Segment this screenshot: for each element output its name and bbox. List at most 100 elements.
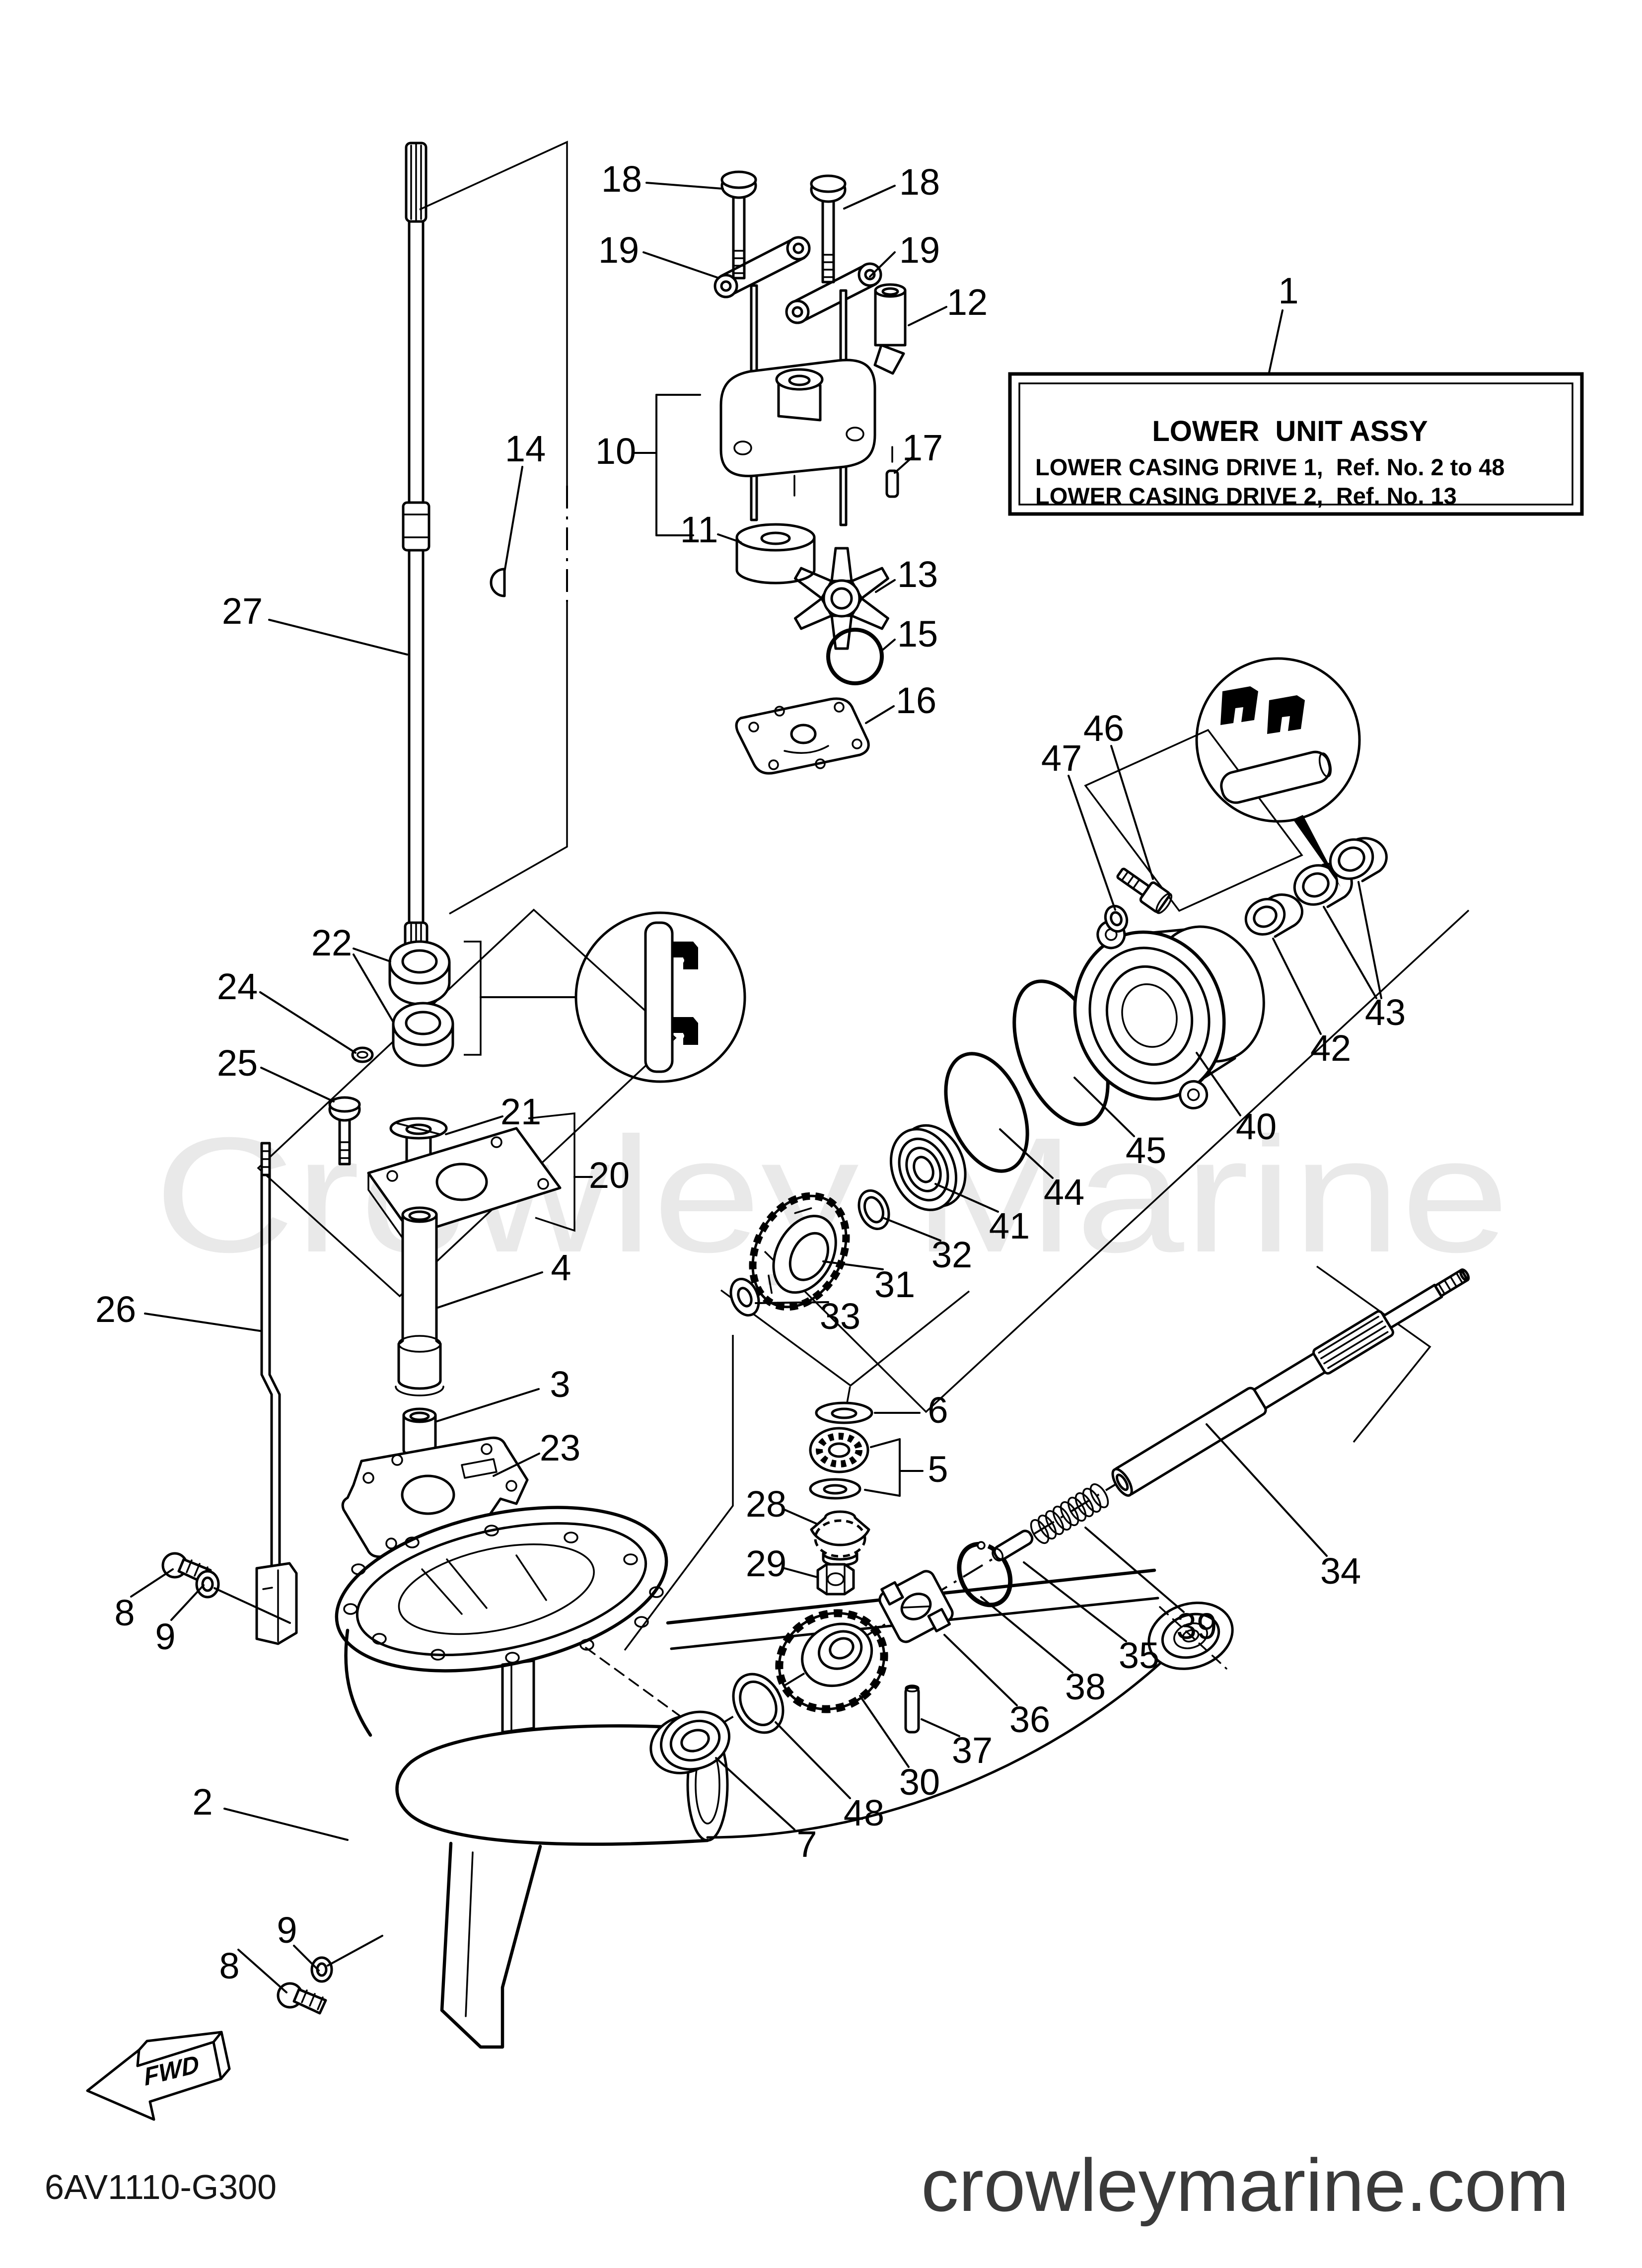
bolt-25-part [328, 1096, 361, 1166]
callout-number-10: 10 [595, 431, 636, 472]
callout-47: 47 [1041, 737, 1116, 911]
callout-42: 42 [1272, 938, 1351, 1069]
callout-leader-33 [755, 1301, 829, 1304]
callout-leader-25 [260, 1067, 335, 1102]
callout-19-right: 19 [869, 229, 940, 278]
tube-4-part [395, 1206, 444, 1396]
callout-number-20: 20 [589, 1155, 630, 1196]
callout-11: 11 [680, 509, 742, 550]
callout-17: 17 [894, 427, 943, 474]
callout-leader-39 [1084, 1527, 1185, 1613]
callout-leader-27 [268, 619, 408, 656]
callout-38: 38 [980, 1596, 1106, 1707]
callout-leader-12 [908, 306, 947, 326]
callout-number-9-upper: 9 [155, 1616, 175, 1657]
parts-artwork [161, 142, 1470, 2049]
callout-number-6: 6 [928, 1390, 948, 1431]
oring-15-part [826, 628, 884, 685]
callout-leader-7 [715, 1757, 795, 1830]
callout-20: 20 [573, 1155, 630, 1196]
gear-case-part [335, 1506, 1234, 2049]
washer6-chevron [720, 1289, 970, 1387]
circlip-38-part [957, 1541, 1013, 1608]
washer-6-part [815, 1401, 873, 1424]
bolt-8-lower-part [277, 1982, 327, 2015]
callout-leader-9-lower [293, 1945, 320, 1972]
strap-19-left-part [714, 236, 811, 298]
callout-number-25: 25 [217, 1042, 258, 1084]
pinion-28-part [810, 1510, 870, 1567]
woodruff-key-part [490, 568, 506, 597]
callout-number-19-right: 19 [899, 229, 940, 271]
callout-number-34: 34 [1320, 1550, 1361, 1592]
driveshaft-enclosure [419, 141, 568, 486]
callout-leader-14 [503, 466, 523, 573]
bolt-46-part [1116, 868, 1173, 914]
callout-number-42: 42 [1310, 1027, 1351, 1069]
callout-leader-45 [1073, 1077, 1135, 1137]
callout-number-8-upper: 8 [114, 1592, 135, 1633]
callout-leader-2 [223, 1808, 349, 1841]
callout-13: 13 [875, 554, 938, 595]
callout-leader-19-right [869, 251, 896, 278]
callout-number-36: 36 [1009, 1699, 1050, 1740]
callout-leader-47 [1068, 775, 1116, 911]
callout-number-27: 27 [222, 590, 263, 632]
washer-9-upper-part [195, 1570, 291, 1624]
callout-30: 30 [859, 1695, 940, 1803]
impeller-part [794, 547, 889, 650]
callout-leader-41 [934, 1183, 999, 1213]
callout-number-13: 13 [897, 554, 938, 595]
callout-number-4: 4 [551, 1247, 571, 1288]
clutch-dog-36-part [878, 1570, 954, 1643]
callout-leader-8-lower [237, 1949, 287, 1993]
callout-number-39: 39 [1176, 1606, 1217, 1647]
callout-40: 40 [1196, 1052, 1277, 1147]
title-box-line1: LOWER CASING DRIVE 1, Ref. No. 2 to 48 [1035, 454, 1504, 480]
callout-number-12: 12 [947, 282, 988, 323]
callout-leader-35 [1023, 1561, 1127, 1642]
bolt-18-left-part [720, 170, 757, 280]
callout-number-43: 43 [1365, 992, 1406, 1033]
callout-18-right: 18 [843, 161, 940, 210]
seal-43b-part [1329, 837, 1388, 999]
callout-leader-9-upper [170, 1584, 205, 1621]
callout-1: 1 [1268, 270, 1299, 373]
callout-number-7: 7 [796, 1824, 817, 1865]
callout-10: 10 [595, 431, 657, 472]
callout-number-40: 40 [1236, 1106, 1277, 1147]
callout-27: 27 [222, 590, 408, 656]
callout-number-28: 28 [746, 1483, 786, 1525]
callout-33: 33 [755, 1296, 860, 1337]
callout-45: 45 [1073, 1077, 1166, 1171]
callout-leader-21 [445, 1115, 503, 1135]
shift-rod-part [255, 1142, 298, 1645]
callout-leader-22 [353, 948, 391, 962]
callout-number-37: 37 [952, 1730, 993, 1771]
callout-number-19-left: 19 [598, 229, 639, 271]
spring-39-part [1030, 1483, 1109, 1544]
bearing-22-bracket [353, 941, 576, 1056]
callout-leader-4 [437, 1271, 543, 1309]
callout-leader-18-right [843, 185, 896, 210]
callout-leader-29 [784, 1567, 818, 1578]
callout-leader-28 [784, 1509, 817, 1525]
callout-leader-44 [999, 1128, 1054, 1179]
callout-number-16: 16 [896, 680, 936, 721]
callout-8-upper: 8 [114, 1568, 174, 1633]
strap-19-right-part [785, 262, 882, 324]
bearing-carrier-40-part [1073, 920, 1265, 1109]
callout-leader-1 [1268, 309, 1284, 373]
callout-number-15: 15 [897, 613, 938, 655]
callout-32: 32 [882, 1217, 972, 1275]
callout-48: 48 [775, 1721, 884, 1833]
callout-23: 23 [493, 1427, 580, 1477]
callout-leader-36 [943, 1634, 1018, 1706]
callout-leader-31 [822, 1260, 884, 1270]
callout-number-38: 38 [1065, 1666, 1106, 1707]
bolt46-enclosure [1084, 729, 1303, 912]
callout-36: 36 [943, 1634, 1050, 1740]
callout-number-22: 22 [311, 922, 352, 963]
